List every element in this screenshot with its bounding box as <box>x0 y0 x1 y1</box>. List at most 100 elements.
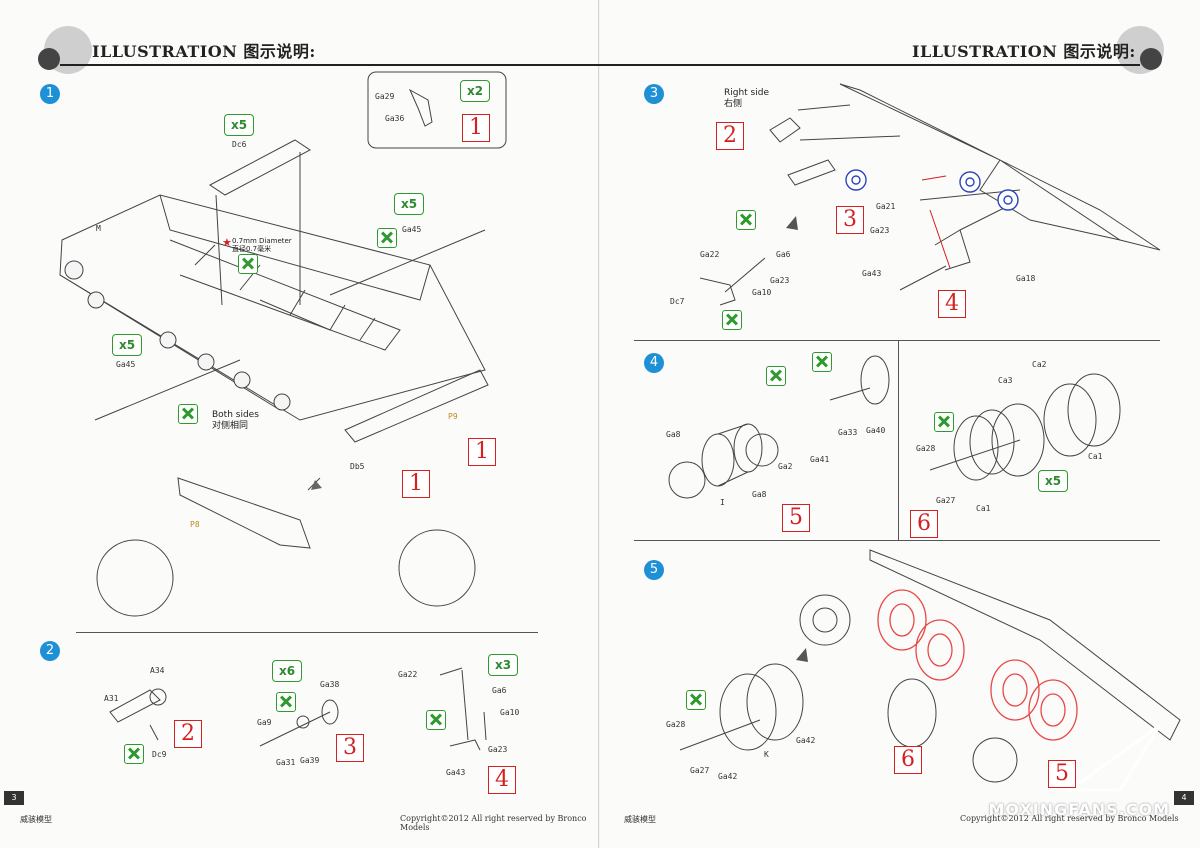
right-page: ILLUSTRATION 图示说明: 3 <box>600 0 1200 848</box>
part-label-ga42-a: Ga42 <box>718 772 738 781</box>
part-label-ga36: Ga36 <box>385 114 405 123</box>
part-label-ca1-b: Ca1 <box>976 504 991 513</box>
header-rule <box>600 64 1140 66</box>
ref-box-step4b-6: 6 <box>910 510 938 538</box>
part-label-ca2: Ca2 <box>1032 360 1047 369</box>
part-label-p8: P8 <box>190 520 200 529</box>
part-label-ga28-step4: Ga28 <box>916 444 936 453</box>
step1-assembly-drawing: ★ <box>59 71 507 617</box>
cement-icon-step4b <box>934 412 954 432</box>
ref-box-step3-4: 4 <box>938 290 966 318</box>
ref-box-3: 3 <box>336 734 364 762</box>
part-label-dc6: Dc6 <box>232 140 247 149</box>
step-1-marker: 1 <box>40 84 60 104</box>
header-decor-dot <box>1140 48 1162 70</box>
part-label-ga22-step3: Ga22 <box>700 250 720 259</box>
step-3-marker: 3 <box>644 84 664 104</box>
step2-drawings <box>109 667 487 751</box>
part-label-ca1-a: Ca1 <box>1088 452 1103 461</box>
note-both-sides-en: Both sides <box>212 410 259 420</box>
part-label-ga38: Ga38 <box>320 680 340 689</box>
cement-icon-step3-top <box>736 210 756 230</box>
cement-icon-step4-a <box>766 366 786 386</box>
ref-box-4: 4 <box>488 766 516 794</box>
part-label-ga6-step3: Ga6 <box>776 250 791 259</box>
ref-box-inset: 1 <box>462 114 490 142</box>
part-label-ga23: Ga23 <box>488 745 508 754</box>
drill-icon <box>238 254 258 274</box>
section-divider-3-4 <box>634 340 1160 341</box>
cement-icon-step3-bottom <box>722 310 742 330</box>
step-2-marker: 2 <box>40 641 60 661</box>
part-label-db5: Db5 <box>350 462 365 471</box>
svg-text:★: ★ <box>222 236 232 249</box>
section-divider-4-5 <box>634 540 1160 541</box>
footer-copyright-left: Copyright©2012 All right reserved by Bro… <box>400 814 587 832</box>
footer-brand-left: 威骇模型 <box>20 815 52 824</box>
cement-icon-step2b <box>276 692 296 712</box>
footer-copyright-right: Copyright©2012 All right reserved by Bro… <box>960 814 1179 823</box>
part-label-ga43: Ga43 <box>446 768 466 777</box>
cement-icon-step2a <box>124 744 144 764</box>
part-label-ga22: Ga22 <box>398 670 418 679</box>
part-label-ga45-left: Ga45 <box>116 360 136 369</box>
qty-badge-dc6: x5 <box>224 114 254 136</box>
part-label-ga21: Ga21 <box>876 202 896 211</box>
qty-badge-ga45-top: x5 <box>394 193 424 215</box>
part-label-ga10: Ga10 <box>500 708 520 717</box>
step-4-marker: 4 <box>644 353 664 373</box>
cement-icon-step2c <box>426 710 446 730</box>
page-number-left: 3 <box>4 791 24 805</box>
left-page: ILLUSTRATION 图示说明: <box>0 0 600 848</box>
part-label-ga8-a: Ga8 <box>666 430 681 439</box>
part-label-ga40: Ga40 <box>866 426 886 435</box>
qty-badge-ga45-left: x5 <box>112 334 142 356</box>
part-label-dc7: Dc7 <box>670 297 685 306</box>
qty-badge-step2b: x6 <box>272 660 302 682</box>
ref-box-step5-5: 5 <box>1048 760 1076 788</box>
cement-icon-step4-b <box>812 352 832 372</box>
header-decor-dot <box>38 48 60 70</box>
ref-box-step5-6: 6 <box>894 746 922 774</box>
cement-icon-ga45-left <box>178 404 198 424</box>
part-label-a34: A34 <box>150 666 165 675</box>
qty-badge-step4b: x5 <box>1038 470 1068 492</box>
ref-box-1a: 1 <box>468 438 496 466</box>
part-label-ga23b-step3: Ga23 <box>770 276 790 285</box>
note-both-sides-cn: 对侧相同 <box>212 421 249 431</box>
cement-icon-ga45-top <box>377 228 397 248</box>
part-label-a31: A31 <box>104 694 119 703</box>
part-label-ga10-step3: Ga10 <box>752 288 772 297</box>
page-title: ILLUSTRATION 图示说明: <box>912 42 1136 61</box>
step-5-marker: 5 <box>644 560 664 580</box>
part-label-dc9: Dc9 <box>152 750 167 759</box>
cement-icon-step5 <box>686 690 706 710</box>
header-rule <box>60 64 600 66</box>
part-label-ga45-top: Ga45 <box>402 225 422 234</box>
note-diameter-cn: 直径0.7毫米 <box>232 245 272 253</box>
site-watermark: MOXINGFANS.COM <box>988 800 1170 819</box>
qty-badge-step2c: x3 <box>488 654 518 676</box>
part-label-ga29: Ga29 <box>375 92 395 101</box>
part-label-i: I <box>720 498 725 507</box>
section-divider <box>76 632 538 633</box>
part-label-ga9: Ga9 <box>257 718 272 727</box>
part-label-k: K <box>764 750 769 759</box>
page-number-right: 4 <box>1174 791 1194 805</box>
part-label-p9: P9 <box>448 412 458 421</box>
note-right-side-cn: 右侧 <box>724 99 743 109</box>
ref-box-1b: 1 <box>402 470 430 498</box>
ref-box-step3-3: 3 <box>836 206 864 234</box>
footer-brand-right: 威骇模型 <box>624 815 656 824</box>
part-label-ga18: Ga18 <box>1016 274 1036 283</box>
section-divider-4-vertical <box>898 340 899 540</box>
ref-box-2: 2 <box>174 720 202 748</box>
part-label-ga41: Ga41 <box>810 455 830 464</box>
part-label-ga27-step4: Ga27 <box>936 496 956 505</box>
note-right-side-en: Right side <box>724 88 769 98</box>
part-label-ga43-step3: Ga43 <box>862 269 882 278</box>
part-label-m: M <box>96 224 101 233</box>
step3-suspension-drawing <box>668 83 1181 792</box>
part-label-ga33: Ga33 <box>838 428 858 437</box>
qty-badge-inset: x2 <box>460 80 490 102</box>
